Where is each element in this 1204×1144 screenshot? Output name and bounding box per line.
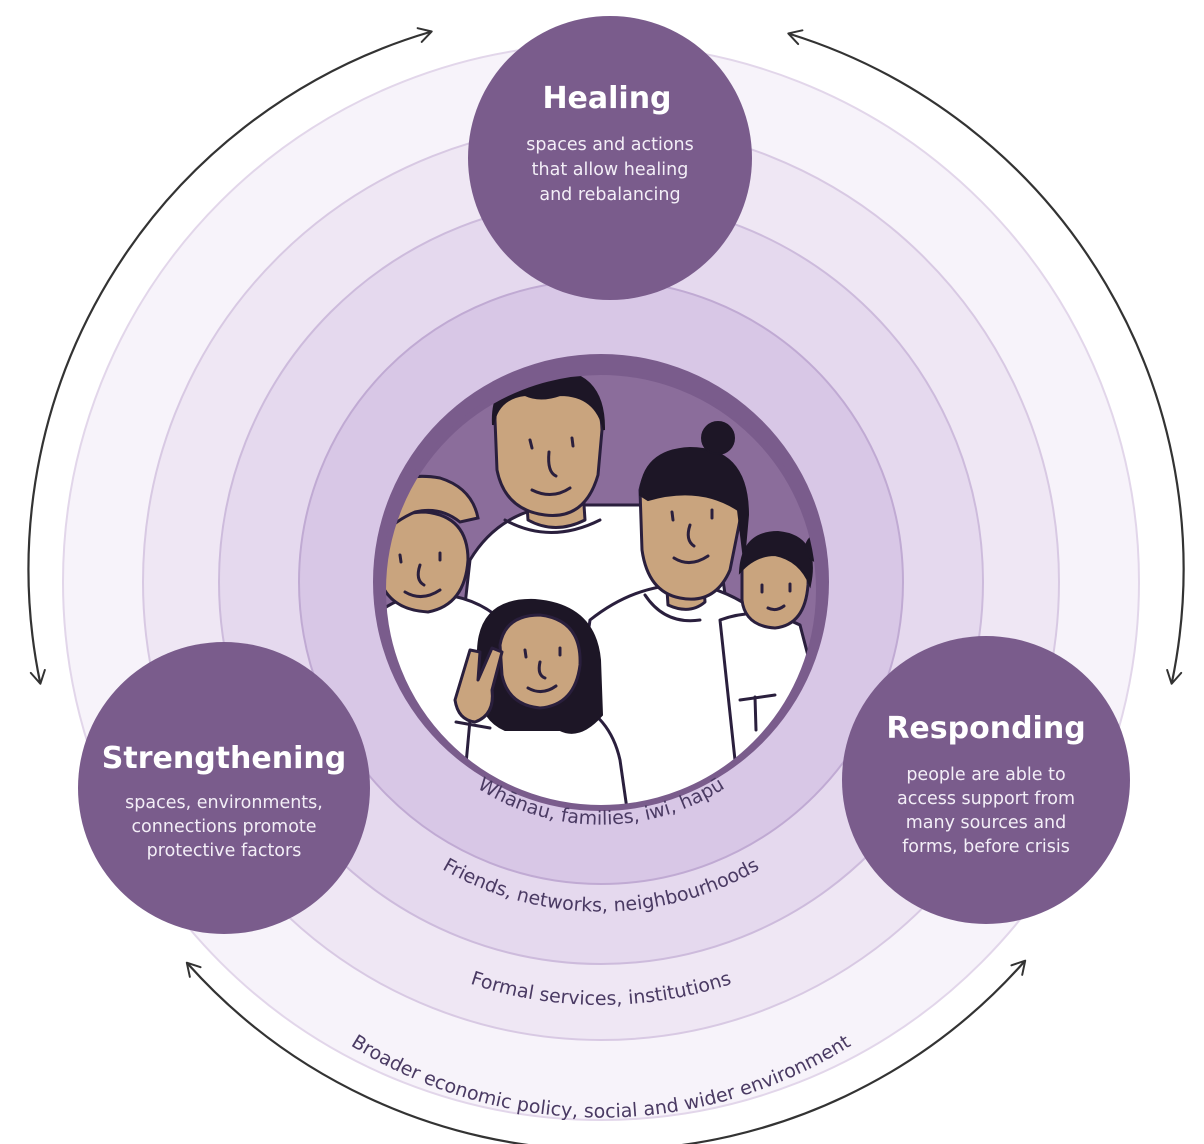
node-responding-title: Responding [886,711,1085,746]
node-healing-desc-3: and rebalancing [539,185,680,205]
whanau-family-illustration [383,372,819,808]
node-responding: Responding people are able to access sup… [842,636,1130,924]
node-responding-desc-1: people are able to [906,765,1065,785]
node-strengthening-desc-2: connections promote [131,817,316,837]
arrow-top-right [787,29,1185,685]
node-healing: Healing spaces and actions that allow he… [468,16,752,300]
node-healing-title: Healing [542,81,671,116]
node-strengthening: Strengthening spaces, environments, conn… [78,642,370,934]
node-responding-desc-2: access support from [897,789,1075,809]
node-responding-desc-4: forms, before crisis [902,837,1070,857]
node-responding-desc-3: many sources and [906,813,1067,833]
node-healing-desc-2: that allow healing [532,160,689,180]
node-healing-desc-1: spaces and actions [526,135,694,155]
cycle-arrows [27,27,1185,1144]
arrow-bottom [185,959,1027,1144]
node-strengthening-desc-3: protective factors [147,841,302,861]
arrow-top-left [27,27,433,685]
node-strengthening-desc-1: spaces, environments, [125,793,323,813]
node-strengthening-title: Strengthening [102,741,346,776]
